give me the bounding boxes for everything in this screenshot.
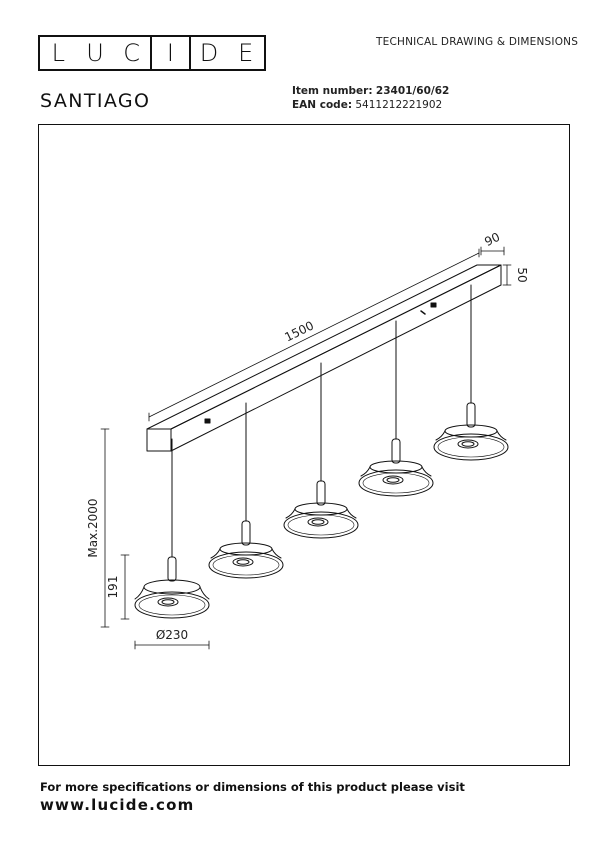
- technical-drawing: 1500 90 50 Max.2000 191 Ø230: [86, 230, 529, 650]
- pendant-light: [433, 284, 509, 461]
- ean-code: EAN code: 5411212221902: [292, 99, 442, 111]
- logo-letter: C: [123, 39, 141, 67]
- pendant-light: [208, 402, 284, 579]
- logo-letter: U: [86, 39, 104, 67]
- dimension-shade-height: 191: [106, 576, 120, 599]
- item-number-label: Item number:: [292, 85, 373, 97]
- dimension-depth: 90: [482, 230, 502, 249]
- pendant-light: [283, 362, 359, 539]
- ceiling-bar: [146, 264, 502, 452]
- document-title: TECHNICAL DRAWING & DIMENSIONS: [376, 36, 579, 48]
- ean-code-label: EAN code:: [292, 99, 353, 111]
- pendant-light: [134, 438, 210, 619]
- pendant-light: [358, 320, 434, 497]
- logo-letter: I: [150, 37, 189, 69]
- website-link[interactable]: www.lucide.com: [40, 796, 195, 814]
- logo-letter: D: [188, 37, 228, 69]
- dimension-length: 1500: [282, 318, 316, 344]
- product-name: SANTIAGO: [40, 90, 151, 112]
- item-number-value: 23401/60/62: [375, 85, 450, 97]
- drawing-frame: 1500 90 50 Max.2000 191 Ø230: [38, 124, 570, 766]
- lucide-logo: L U C I D E: [38, 35, 266, 71]
- dimension-height: 50: [515, 267, 529, 282]
- logo-letter: E: [238, 39, 254, 67]
- footer-note: For more specifications or dimensions of…: [40, 780, 465, 794]
- dimension-shade-diameter: Ø230: [156, 628, 188, 642]
- dimension-max-height: Max.2000: [86, 498, 100, 557]
- item-number: Item number: 23401/60/62: [292, 85, 449, 97]
- dimension-lines: [100, 246, 512, 650]
- ean-code-value: 5411212221902: [355, 99, 443, 111]
- bar-connector: [204, 418, 211, 424]
- logo-letter: L: [51, 39, 66, 67]
- bar-connector: [430, 302, 437, 308]
